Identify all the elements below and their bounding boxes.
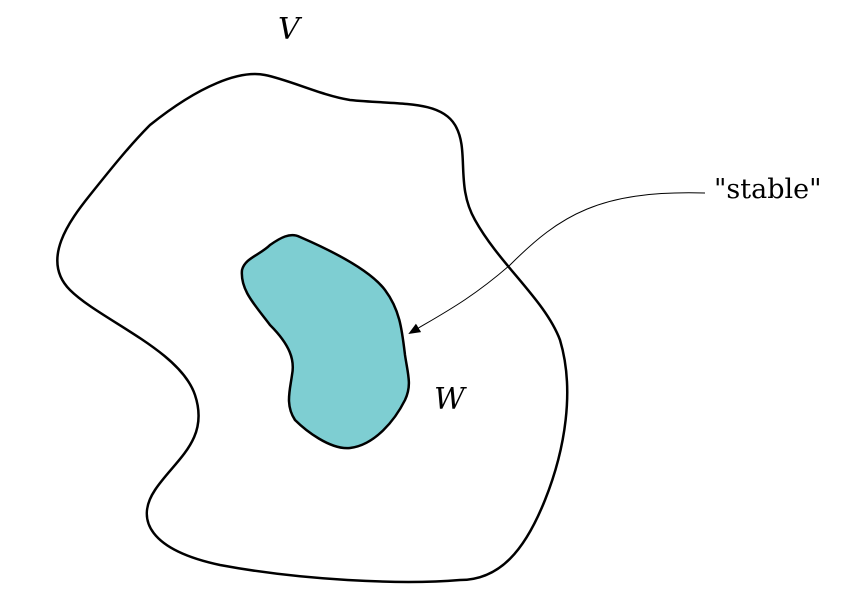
label-w: W bbox=[434, 382, 465, 417]
label-stable: "stable" bbox=[714, 174, 822, 205]
annotation-arrow bbox=[408, 192, 706, 335]
outer-region-v bbox=[56, 72, 569, 584]
inner-region-w bbox=[240, 233, 411, 450]
label-v: V bbox=[278, 12, 300, 47]
